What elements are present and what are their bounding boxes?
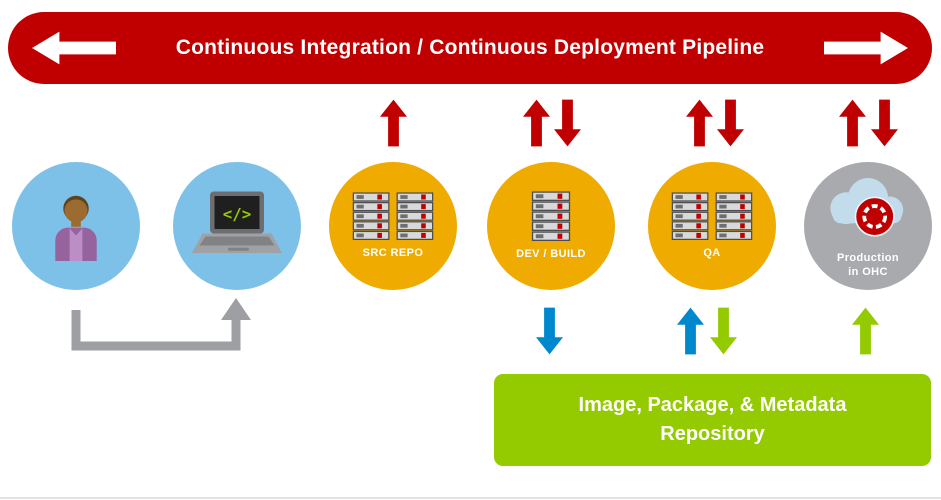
laptop-code-icon: </> bbox=[192, 191, 282, 253]
repository-label-line2: Repository bbox=[660, 423, 765, 445]
src-repo-label: SRC REPO bbox=[362, 246, 424, 259]
down-arrow-production bbox=[871, 99, 898, 147]
up-arrow-qa bbox=[686, 99, 713, 147]
up-arrow-dev-build bbox=[523, 99, 550, 147]
down-arrow-dev-build-to-repo bbox=[536, 307, 563, 355]
dev-build-label: DEV / BUILD bbox=[516, 247, 586, 260]
down-arrow-dev-build bbox=[554, 99, 581, 147]
src-repo-circle: SRC REPO bbox=[329, 162, 457, 290]
right-arrow-icon bbox=[824, 31, 908, 65]
up-arrow-src-repo bbox=[380, 99, 407, 147]
left-arrow-icon bbox=[32, 31, 116, 65]
production-circle: Production in OHC bbox=[804, 162, 932, 290]
bottom-divider bbox=[0, 497, 941, 499]
server-rack-icon bbox=[671, 192, 753, 240]
qa-circle: QA bbox=[648, 162, 776, 290]
developer-circle bbox=[12, 162, 140, 290]
code-glyph: </> bbox=[223, 204, 251, 223]
workstation-circle: </> bbox=[173, 162, 301, 290]
qa-label: QA bbox=[703, 246, 721, 259]
dev-build-circle: DEV / BUILD bbox=[487, 162, 615, 290]
cloud-openshift-icon bbox=[830, 177, 904, 237]
up-arrow-production bbox=[839, 99, 866, 147]
developer-to-workstation-connector bbox=[71, 298, 251, 351]
up-arrow-repo-to-production bbox=[852, 307, 879, 355]
production-label: Production in OHC bbox=[837, 251, 899, 280]
banner-title: Continuous Integration / Continuous Depl… bbox=[175, 36, 765, 59]
production-label-line1: Production bbox=[836, 251, 900, 264]
down-arrow-qa-to-repo bbox=[710, 307, 737, 355]
up-arrow-repo-to-qa bbox=[677, 307, 704, 355]
repository-box: Image, Package, & Metadata Repository bbox=[494, 374, 931, 466]
down-arrow-qa bbox=[717, 99, 744, 147]
server-rack-icon bbox=[352, 192, 434, 240]
production-label-line2: in OHC bbox=[848, 266, 888, 278]
server-rack-icon bbox=[531, 191, 571, 241]
repository-label-line1: Image, Package, & Metadata bbox=[578, 394, 847, 416]
person-icon bbox=[55, 195, 97, 261]
pipeline-banner: Continuous Integration / Continuous Depl… bbox=[8, 12, 932, 84]
